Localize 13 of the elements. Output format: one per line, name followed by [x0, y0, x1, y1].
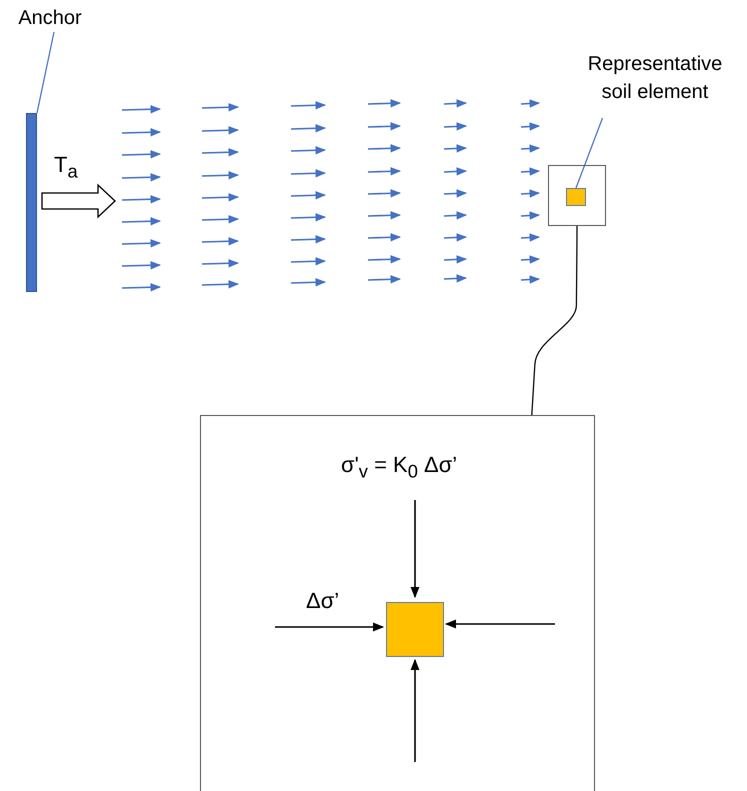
soil-element-frame — [548, 165, 606, 226]
leader-line — [575, 118, 604, 188]
leader-line — [36, 32, 55, 114]
force-label: T$_{a}$ — [54, 152, 78, 182]
stress-label: σ'$_{v}$ = K$_{0}$ Δσ’ — [341, 452, 458, 482]
soil-element-square — [386, 602, 444, 657]
connector-line — [531, 226, 578, 416]
enlarged-element-panel — [200, 415, 595, 791]
anchor-plate — [26, 113, 37, 292]
soil-element-square — [566, 188, 586, 206]
element-label: Representative soil element — [580, 50, 730, 118]
stress-label: Δσ’ — [306, 588, 340, 614]
anchor-label: Anchor — [10, 4, 90, 32]
